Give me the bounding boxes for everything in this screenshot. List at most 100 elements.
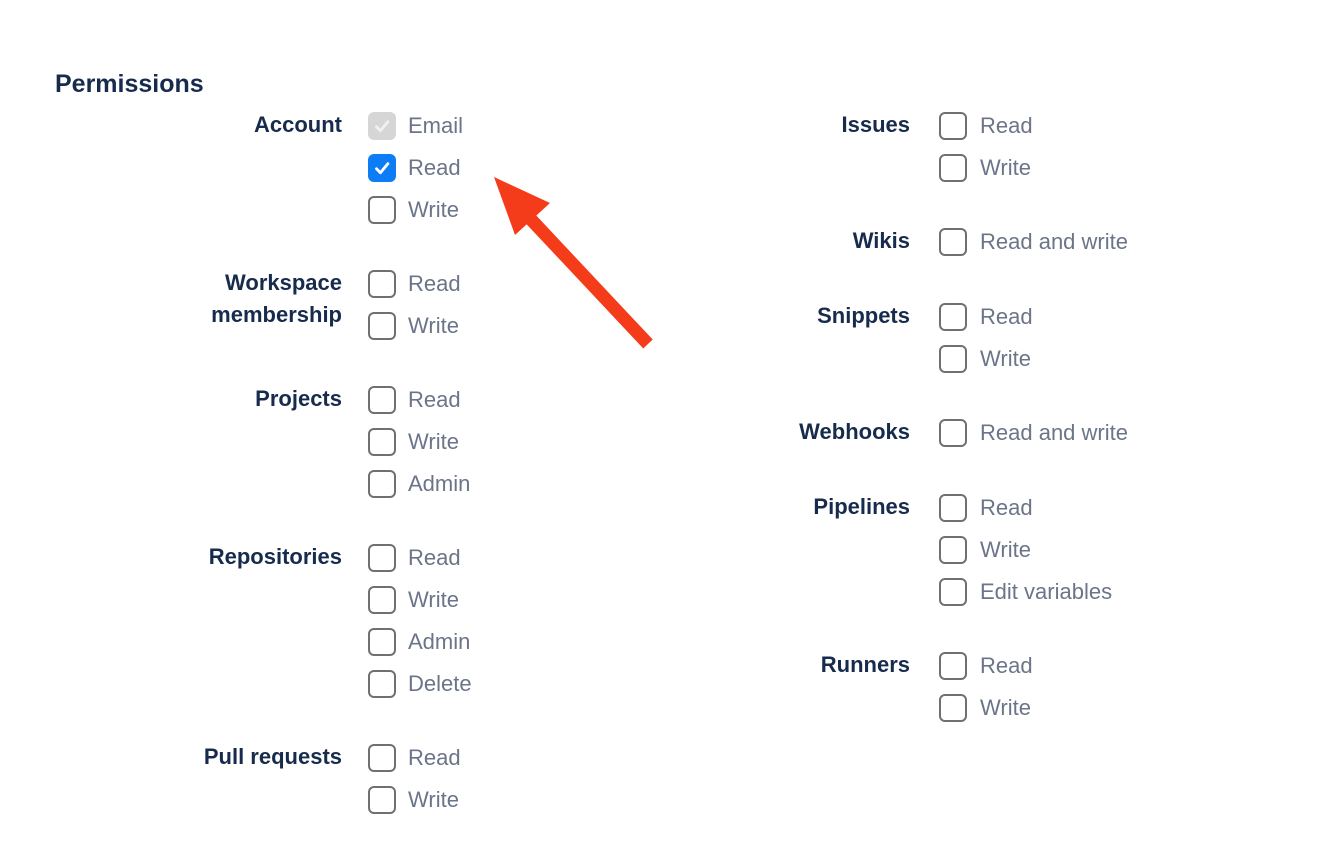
checkbox-unchecked-read[interactable] bbox=[368, 386, 396, 414]
checkbox-unchecked-read[interactable] bbox=[368, 744, 396, 772]
checkbox-row-pull-requests-read[interactable]: Read bbox=[368, 744, 461, 772]
checkbox-row-issues-write[interactable]: Write bbox=[939, 154, 1033, 182]
group-label-issues: Issues bbox=[841, 112, 911, 137]
checkbox-row-repositories-read[interactable]: Read bbox=[368, 544, 472, 572]
group-label-projects: Projects bbox=[255, 386, 342, 411]
checkbox-label: Admin bbox=[408, 471, 471, 496]
checkbox-row-workspace-membership-read[interactable]: Read bbox=[368, 270, 461, 298]
checkbox-row-runners-read[interactable]: Read bbox=[939, 652, 1033, 680]
checkbox-label: Write bbox=[980, 695, 1031, 720]
checkbox-row-projects-read[interactable]: Read bbox=[368, 386, 470, 414]
checkbox-label: Read bbox=[980, 653, 1033, 678]
checkbox-unchecked-read[interactable] bbox=[368, 270, 396, 298]
checkbox-label: Delete bbox=[408, 671, 472, 696]
checkbox-row-pipelines-read[interactable]: Read bbox=[939, 494, 1112, 522]
checkbox-label: Read bbox=[408, 155, 461, 180]
checkbox-unchecked-read[interactable] bbox=[368, 544, 396, 572]
checkbox-row-webhooks-read-and-write[interactable]: Read and write bbox=[939, 419, 1128, 447]
checkbox-row-account-email: Email bbox=[368, 112, 463, 140]
checkbox-unchecked-write[interactable] bbox=[368, 586, 396, 614]
checkbox-label: Read bbox=[408, 271, 461, 296]
checkbox-unchecked-write[interactable] bbox=[939, 536, 967, 564]
checkbox-row-runners-write[interactable]: Write bbox=[939, 694, 1033, 722]
checkbox-label: Write bbox=[408, 197, 459, 222]
group-label-repositories: Repositories bbox=[208, 544, 342, 569]
checkbox-row-account-read[interactable]: Read bbox=[368, 154, 463, 182]
checkbox-list: Read and write bbox=[939, 228, 1128, 256]
group-label-workspace-membership: Workspace membership bbox=[211, 270, 342, 327]
checkbox-row-repositories-delete[interactable]: Delete bbox=[368, 670, 472, 698]
checkbox-row-account-write[interactable]: Write bbox=[368, 196, 463, 224]
checkbox-unchecked-read[interactable] bbox=[939, 652, 967, 680]
checkbox-label: Write bbox=[408, 429, 459, 454]
checkbox-list: Read and write bbox=[939, 419, 1128, 447]
checkbox-checked-read[interactable] bbox=[368, 154, 396, 182]
checkbox-label: Write bbox=[980, 346, 1031, 371]
checkbox-unchecked-write[interactable] bbox=[368, 312, 396, 340]
checkbox-row-issues-read[interactable]: Read bbox=[939, 112, 1033, 140]
group-label-pull-requests: Pull requests bbox=[203, 744, 342, 769]
checkbox-unchecked-read-and-write[interactable] bbox=[939, 228, 967, 256]
checkbox-row-wikis-read-and-write[interactable]: Read and write bbox=[939, 228, 1128, 256]
checkbox-unchecked-admin[interactable] bbox=[368, 470, 396, 498]
checkbox-row-snippets-read[interactable]: Read bbox=[939, 303, 1033, 331]
checkbox-unchecked-read-and-write[interactable] bbox=[939, 419, 967, 447]
checkbox-label: Read bbox=[980, 113, 1033, 138]
checkbox-row-repositories-write[interactable]: Write bbox=[368, 586, 472, 614]
checkbox-unchecked-edit-variables[interactable] bbox=[939, 578, 967, 606]
permission-group-wikis: Wikis Read and write bbox=[700, 228, 1260, 257]
checkbox-label: Read and write bbox=[980, 420, 1128, 445]
checkbox-label: Read bbox=[980, 495, 1033, 520]
checkbox-row-projects-write[interactable]: Write bbox=[368, 428, 470, 456]
checkbox-label: Read bbox=[980, 304, 1033, 329]
checkbox-unchecked-write[interactable] bbox=[939, 154, 967, 182]
checkbox-unchecked-write[interactable] bbox=[939, 345, 967, 373]
checkbox-unchecked-read[interactable] bbox=[939, 303, 967, 331]
checkbox-row-pipelines-edit-variables[interactable]: Edit variables bbox=[939, 578, 1112, 606]
group-label-account: Account bbox=[254, 112, 342, 137]
checkbox-unchecked-delete[interactable] bbox=[368, 670, 396, 698]
checkbox-label: Write bbox=[980, 537, 1031, 562]
checkbox-label: Write bbox=[408, 787, 459, 812]
checkbox-disabled-checked-email bbox=[368, 112, 396, 140]
checkbox-label: Edit variables bbox=[980, 579, 1113, 604]
checkbox-row-snippets-write[interactable]: Write bbox=[939, 345, 1033, 373]
checkbox-unchecked-write[interactable] bbox=[368, 428, 396, 456]
group-label-snippets: Snippets bbox=[817, 303, 910, 328]
checkbox-row-projects-admin[interactable]: Admin bbox=[368, 470, 470, 498]
checkbox-label: Write bbox=[408, 587, 459, 612]
checkbox-unchecked-read[interactable] bbox=[939, 112, 967, 140]
checkbox-row-repositories-admin[interactable]: Admin bbox=[368, 628, 472, 656]
checkbox-unchecked-write[interactable] bbox=[939, 694, 967, 722]
group-label-runners: Runners bbox=[820, 652, 910, 677]
checkbox-row-workspace-membership-write[interactable]: Write bbox=[368, 312, 461, 340]
checkbox-row-pipelines-write[interactable]: Write bbox=[939, 536, 1112, 564]
checkbox-unchecked-read[interactable] bbox=[939, 494, 967, 522]
checkbox-unchecked-admin[interactable] bbox=[368, 628, 396, 656]
group-label-pipelines: Pipelines bbox=[813, 494, 910, 519]
checkbox-row-pull-requests-write[interactable]: Write bbox=[368, 786, 461, 814]
group-label-wikis: Wikis bbox=[852, 228, 910, 253]
checkbox-label: Write bbox=[980, 155, 1031, 180]
checkbox-unchecked-write[interactable] bbox=[368, 786, 396, 814]
checkbox-unchecked-write[interactable] bbox=[368, 196, 396, 224]
